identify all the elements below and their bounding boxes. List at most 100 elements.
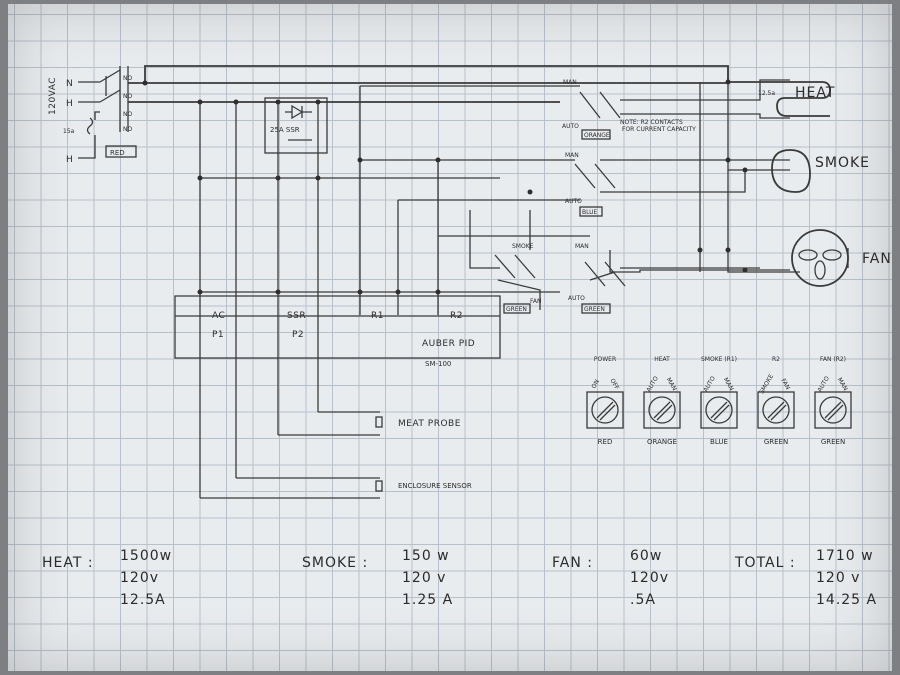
- spec-watts: 1500w: [120, 548, 172, 564]
- spec-amps: .5A: [630, 592, 656, 608]
- knob-right-position: MAN: [665, 377, 678, 392]
- spec-volts: 120 v: [402, 570, 446, 586]
- spec-watts: 60w: [630, 548, 662, 564]
- input-voltage-label: 120VAC: [48, 77, 58, 115]
- panel-knob-5: FAN (R2) AUTO MAN GREEN: [814, 356, 852, 446]
- panel-knob-2: HEAT AUTO MAN ORANGE: [643, 356, 681, 446]
- svg-text:MAN: MAN: [575, 243, 589, 250]
- svg-text:NO: NO: [123, 111, 132, 118]
- svg-text:BLUE: BLUE: [582, 209, 598, 216]
- heat-selector-switch: MAN AUTO ORANGE: [562, 79, 621, 140]
- smoke-load-label: SMOKE: [815, 155, 870, 171]
- input-power: 120VAC N H H 15a RED NO NO NO NO: [48, 66, 137, 165]
- svg-text:AUTO: AUTO: [562, 123, 579, 130]
- panel-knob-3: SMOKE (R1) AUTO MAN BLUE: [700, 356, 738, 446]
- heat-current-label: 12.5a: [758, 90, 775, 97]
- note-line-1: NOTE: R2 CONTACTS: [620, 119, 683, 126]
- knob-right-position: FAN: [779, 378, 791, 391]
- spec-name: FAN :: [552, 555, 593, 571]
- spec-volts: 120 v: [816, 570, 860, 586]
- r2-selector-switch: SMOKE FAN GREEN: [494, 243, 542, 314]
- neutral-label: N: [66, 79, 73, 89]
- spec-name: SMOKE :: [302, 555, 368, 571]
- svg-text:FAN: FAN: [530, 298, 542, 305]
- panel-knob-1: POWER ON OFF RED: [586, 356, 624, 446]
- pid-r1-terminal: R1: [371, 311, 384, 321]
- svg-text:GREEN: GREEN: [506, 306, 527, 313]
- spec-block-3: FAN : 60w 120v .5A: [552, 548, 669, 608]
- svg-text:NO: NO: [123, 75, 132, 82]
- knob-name: R2: [772, 356, 780, 363]
- svg-text:MAN: MAN: [565, 152, 579, 159]
- pid-controller: AC SSR R1 R2 P1 P2 AUBER PID SM-100: [212, 311, 475, 368]
- pid-ac-terminal: AC: [212, 311, 225, 321]
- heat-load-label: HEAT: [795, 85, 835, 101]
- knob-color: GREEN: [821, 438, 845, 446]
- enclosure-sensor-label: ENCLOSURE SENSOR: [398, 482, 472, 490]
- svg-text:MAN: MAN: [563, 79, 577, 86]
- power-switch-tag: [105, 145, 137, 158]
- power-switch-tag-text: RED: [110, 149, 125, 157]
- knob-name: SMOKE (R1): [701, 356, 737, 363]
- knob-left-position: AUTO: [645, 375, 660, 393]
- svg-text:ORANGE: ORANGE: [584, 132, 610, 139]
- pid-p1-terminal: P1: [212, 330, 224, 340]
- note: NOTE: R2 CONTACTS FOR CURRENT CAPACITY: [620, 119, 696, 133]
- svg-text:NO: NO: [123, 93, 132, 100]
- knob-color: RED: [598, 438, 613, 446]
- knob-name: FAN (R2): [820, 356, 846, 363]
- spec-amps: 14.25 A: [816, 592, 877, 608]
- knob-left-position: AUTO: [816, 375, 831, 393]
- knob-left-position: AUTO: [702, 375, 717, 393]
- smoke-selector-switch: MAN AUTO BLUE: [565, 152, 616, 217]
- spec-block-4: TOTAL : 1710 w 120 v 14.25 A: [734, 548, 877, 608]
- spec-amps: 1.25 A: [402, 592, 453, 608]
- pid-name: AUBER PID: [422, 339, 475, 349]
- knob-right-position: MAN: [836, 377, 849, 392]
- note-line-2: FOR CURRENT CAPACITY: [622, 126, 696, 133]
- spec-block-2: SMOKE : 150 w 120 v 1.25 A: [302, 548, 453, 608]
- knob-right-position: MAN: [722, 377, 735, 392]
- solid-state-relay: 25A SSR: [264, 97, 328, 154]
- fan-selector-switch: MAN AUTO GREEN: [568, 243, 626, 314]
- knob-name: HEAT: [654, 356, 670, 363]
- spec-name: TOTAL :: [734, 555, 796, 571]
- meat-probe-label: MEAT PROBE: [398, 419, 461, 429]
- fuse-label: 15a: [63, 128, 75, 135]
- junction-dots: [142, 79, 748, 295]
- pid-model: SM-100: [425, 360, 451, 368]
- spec-volts: 120v: [630, 570, 669, 586]
- spec-volts: 120v: [120, 570, 159, 586]
- smoke-element: SMOKE: [771, 149, 870, 193]
- svg-text:GREEN: GREEN: [584, 306, 605, 313]
- graph-paper-sheet: [8, 4, 892, 671]
- control-panel: POWER ON OFF RED HEAT AUTO MAN ORANGE SMOKE (R1)…: [586, 356, 852, 446]
- meat-probe: MEAT PROBE: [375, 416, 461, 429]
- svg-text:AUTO: AUTO: [565, 198, 582, 205]
- pid-r2-terminal: R2: [450, 311, 463, 321]
- spec-watts: 150 w: [402, 548, 450, 564]
- pid-p2-terminal: P2: [292, 330, 304, 340]
- knob-right-position: OFF: [608, 377, 620, 391]
- fan-load-label: FAN: [862, 251, 892, 267]
- knob-name: POWER: [594, 356, 616, 363]
- knob-color: BLUE: [710, 438, 728, 446]
- svg-text:NO: NO: [123, 126, 132, 133]
- knob-left-position: ON: [590, 379, 601, 390]
- svg-text:AUTO: AUTO: [568, 295, 585, 302]
- spec-name: HEAT :: [42, 555, 94, 571]
- bus-wiring: [128, 65, 800, 499]
- ssr-label: 25A SSR: [270, 126, 300, 134]
- svg-text:SMOKE: SMOKE: [512, 243, 534, 250]
- hot-label-2: H: [66, 155, 73, 165]
- pid-ssr-terminal: SSR: [287, 311, 306, 321]
- knob-color: GREEN: [764, 438, 788, 446]
- heat-element: HEAT 12.5a: [758, 81, 835, 117]
- spec-watts: 1710 w: [816, 548, 874, 564]
- enclosure-sensor: ENCLOSURE SENSOR: [375, 480, 472, 492]
- knob-color: ORANGE: [647, 438, 677, 446]
